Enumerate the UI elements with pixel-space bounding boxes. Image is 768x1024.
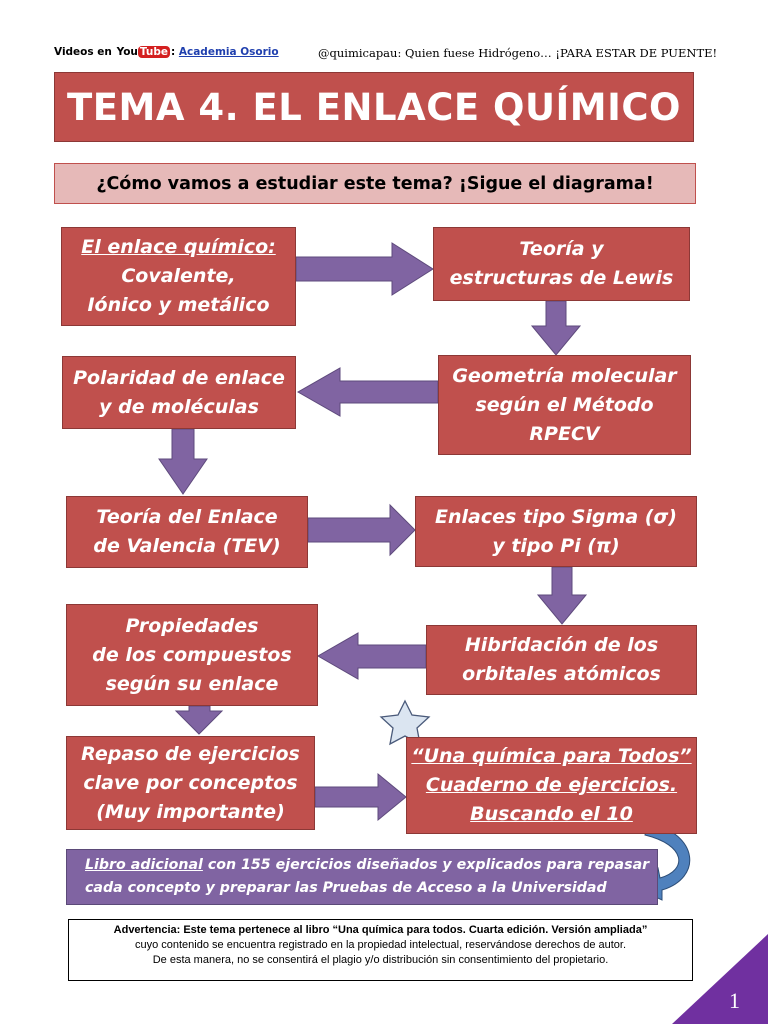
- step-polaridad: Polaridad de enlace y de moléculas: [62, 356, 296, 429]
- arrow-right-3: [314, 772, 407, 822]
- arrow-left-1: [296, 367, 439, 417]
- header-colon: :: [171, 46, 176, 58]
- star-icon: [379, 699, 431, 746]
- academia-osorio-link[interactable]: Academia Osorio: [178, 46, 279, 58]
- arrow-left-2: [316, 632, 427, 680]
- arrow-down-1: [530, 300, 582, 356]
- step-lewis: Teoría y estructuras de Lewis: [433, 227, 690, 301]
- step-geometria-rpecv: Geometría molecular según el Método RPEC…: [438, 355, 691, 455]
- arrow-down-4: [174, 705, 224, 735]
- arrow-down-2: [158, 428, 208, 495]
- corner-triangle: [672, 934, 768, 1024]
- step-hibridacion: Hibridación de los orbitales atómicos: [426, 625, 697, 695]
- step-tev: Teoría del Enlace de Valencia (TEV): [66, 496, 308, 568]
- arrow-right-2: [307, 503, 416, 557]
- copyright-warning: Advertencia: Este tema pertenece al libr…: [68, 919, 693, 981]
- arrow-right-1: [295, 242, 434, 296]
- title-box: TEMA 4. EL ENLACE QUÍMICO: [54, 72, 694, 142]
- step-propiedades: Propiedades de los compuestos según su e…: [66, 604, 318, 706]
- header-tagline: @quimicapau: Quien fuese Hidrógeno… ¡PAR…: [318, 46, 718, 60]
- page-number: 1: [729, 988, 740, 1013]
- videos-prefix: Videos en: [54, 46, 112, 58]
- arrow-down-3: [536, 566, 588, 625]
- step-repaso: Repaso de ejercicios clave por conceptos…: [66, 736, 315, 830]
- step-enlace-quimico: El enlace químico: Covalente, Iónico y m…: [61, 227, 296, 326]
- page-title: TEMA 4. EL ENLACE QUÍMICO: [67, 85, 681, 129]
- subtitle-box: ¿Cómo vamos a estudiar este tema? ¡Sigue…: [54, 163, 696, 204]
- step-sigma-pi: Enlaces tipo Sigma (σ) y tipo Pi (π): [415, 496, 697, 567]
- step-cuaderno[interactable]: “Una química para Todos” Cuaderno de eje…: [406, 737, 697, 834]
- extra-book-box: Libro adicional con 155 ejercicios diseñ…: [66, 849, 658, 905]
- extra-book-link[interactable]: Libro adicional: [85, 857, 203, 873]
- page-subtitle: ¿Cómo vamos a estudiar este tema? ¡Sigue…: [96, 173, 654, 194]
